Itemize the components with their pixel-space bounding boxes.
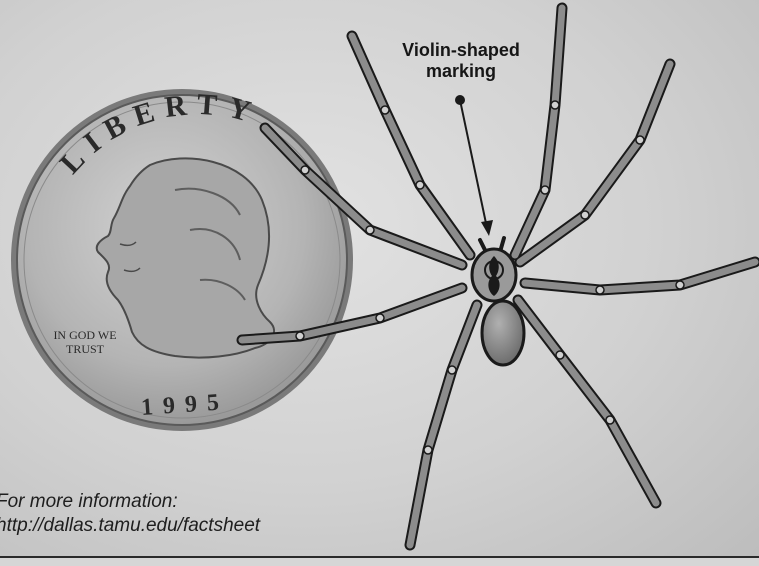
footer-url: http://dallas.tamu.edu/factsheet <box>0 514 260 538</box>
spider-abdomen <box>482 301 524 365</box>
bottom-strip <box>0 558 759 566</box>
callout-line1: Violin-shaped <box>372 40 550 61</box>
coin-motto-line2: TRUST <box>66 342 105 356</box>
more-info-note: For more information: http://dallas.tamu… <box>0 490 260 538</box>
violin-marking-label: Violin-shaped marking <box>372 40 550 82</box>
quarter-coin: LIBERTY IN GOD WE TRUST 1995 <box>11 88 353 431</box>
footer-line1: For more information: <box>0 490 260 514</box>
coin-motto-line1: IN GOD WE <box>53 328 116 342</box>
callout-pointer <box>455 95 493 236</box>
callout-line2: marking <box>372 61 550 82</box>
